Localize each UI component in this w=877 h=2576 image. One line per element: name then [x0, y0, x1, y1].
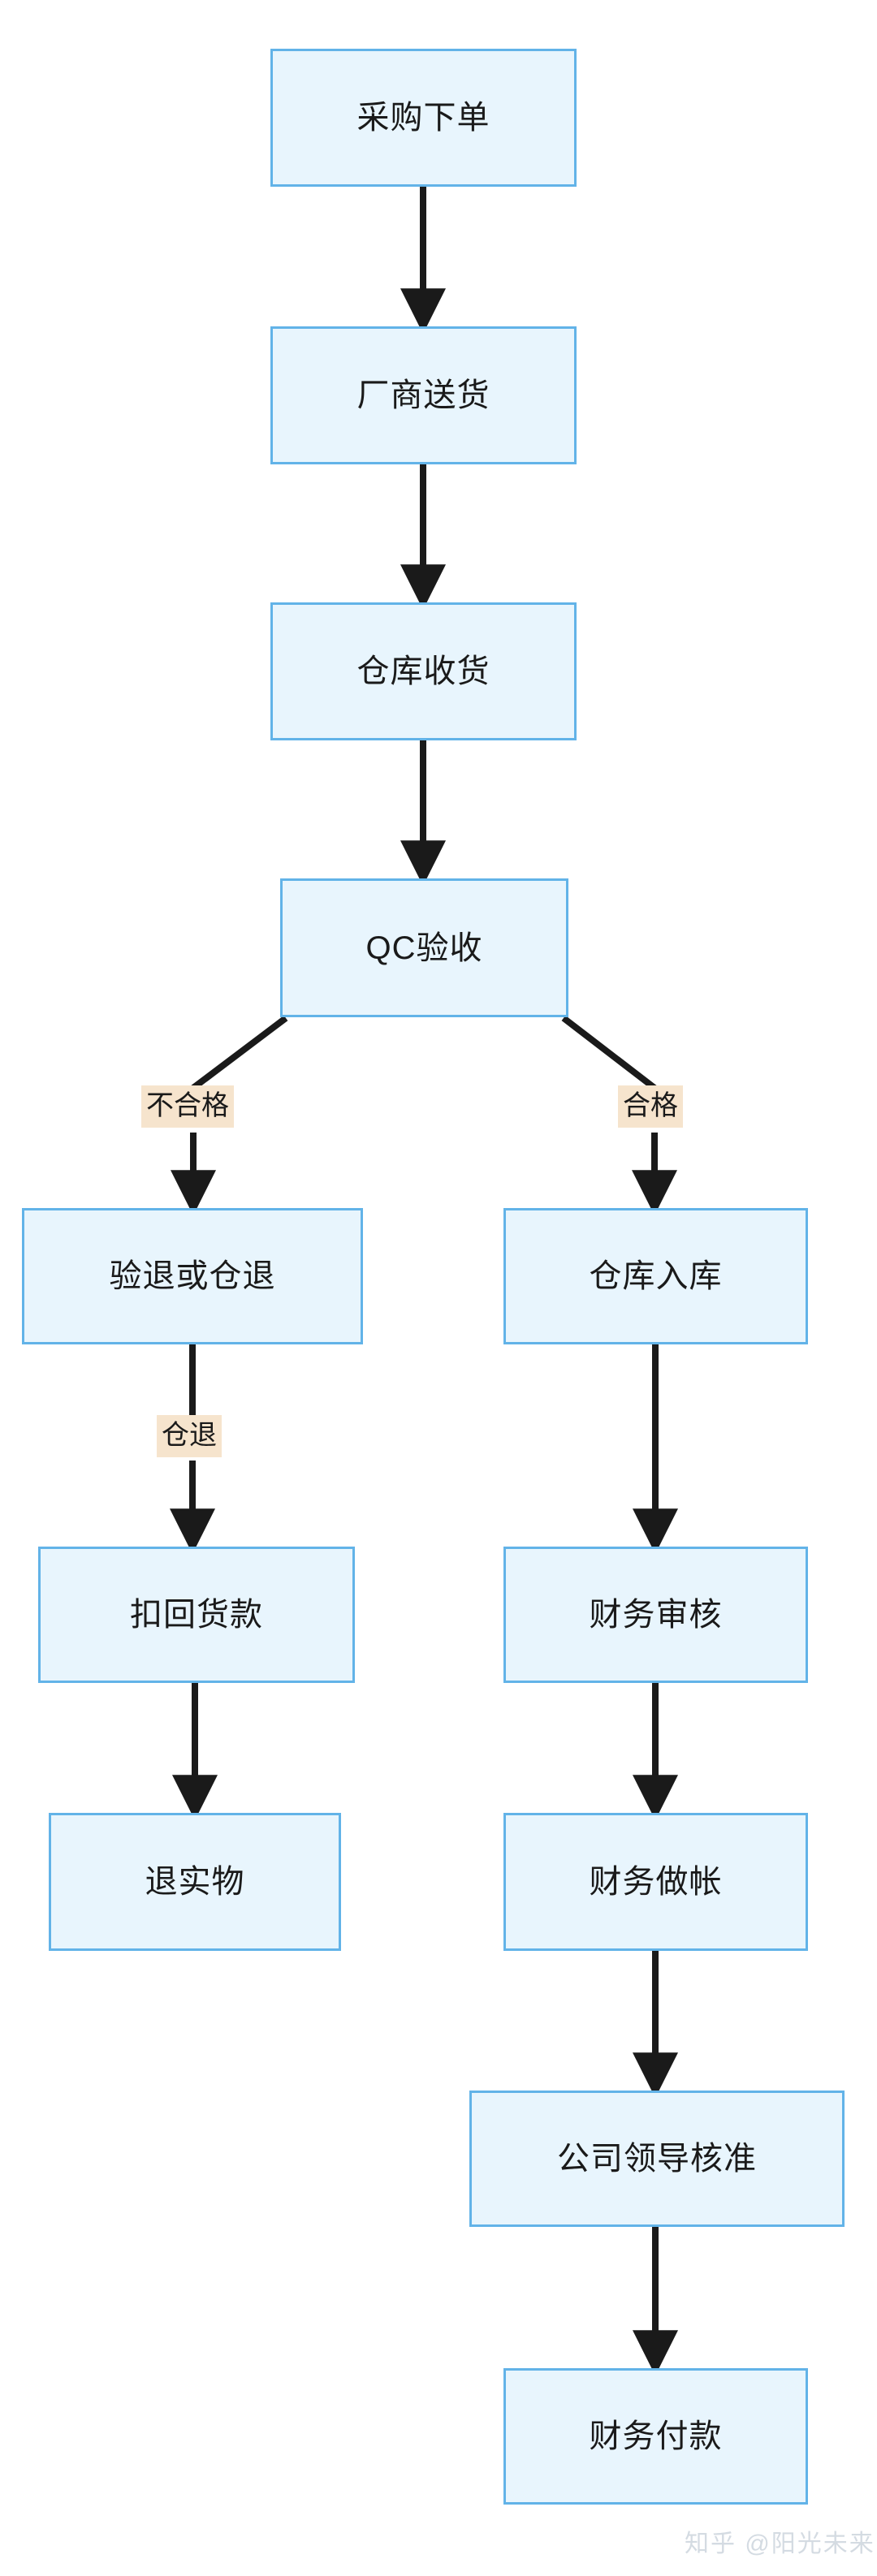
node-label: 财务做帐 — [589, 1864, 723, 1900]
node-qc-inspection[interactable]: QC验收 — [280, 878, 568, 1017]
node-label: 退实物 — [145, 1864, 245, 1900]
node-label: 仓库入库 — [589, 1258, 723, 1294]
node-warehouse-receiving[interactable]: 仓库收货 — [270, 602, 577, 740]
node-label: 财务付款 — [589, 2419, 723, 2454]
edge-label-unqualified: 不合格 — [141, 1085, 234, 1128]
edge-n4-n6-diagonal — [561, 1015, 657, 1091]
node-inspection-or-warehouse-return[interactable]: 验退或仓退 — [22, 1208, 363, 1344]
node-finance-review[interactable]: 财务审核 — [503, 1547, 808, 1683]
node-finance-payment[interactable]: 财务付款 — [503, 2368, 808, 2505]
node-label: 厂商送货 — [356, 378, 490, 413]
edge-label-qualified: 合格 — [618, 1085, 683, 1128]
node-return-goods[interactable]: 退实物 — [49, 1813, 341, 1951]
node-warehouse-stock-in[interactable]: 仓库入库 — [503, 1208, 808, 1344]
node-label: 仓库收货 — [356, 654, 490, 689]
node-label: 扣回货款 — [130, 1597, 263, 1633]
watermark: 知乎 @阳光未来 — [685, 2531, 875, 2557]
node-finance-bookkeeping[interactable]: 财务做帐 — [503, 1813, 808, 1951]
node-purchase-order[interactable]: 采购下单 — [270, 49, 577, 187]
edge-n4-n5-diagonal — [191, 1015, 288, 1091]
node-label: 财务审核 — [589, 1597, 723, 1633]
edge-label-warehouse-return: 仓退 — [157, 1415, 222, 1457]
node-company-leader-approval[interactable]: 公司领导核准 — [469, 2091, 845, 2227]
node-label: QC验收 — [365, 930, 483, 966]
node-deduct-payment[interactable]: 扣回货款 — [38, 1547, 355, 1683]
node-label: 采购下单 — [356, 100, 490, 136]
node-label: 公司领导核准 — [557, 2141, 757, 2177]
node-label: 验退或仓退 — [109, 1258, 276, 1294]
node-vendor-delivery[interactable]: 厂商送货 — [270, 326, 577, 464]
